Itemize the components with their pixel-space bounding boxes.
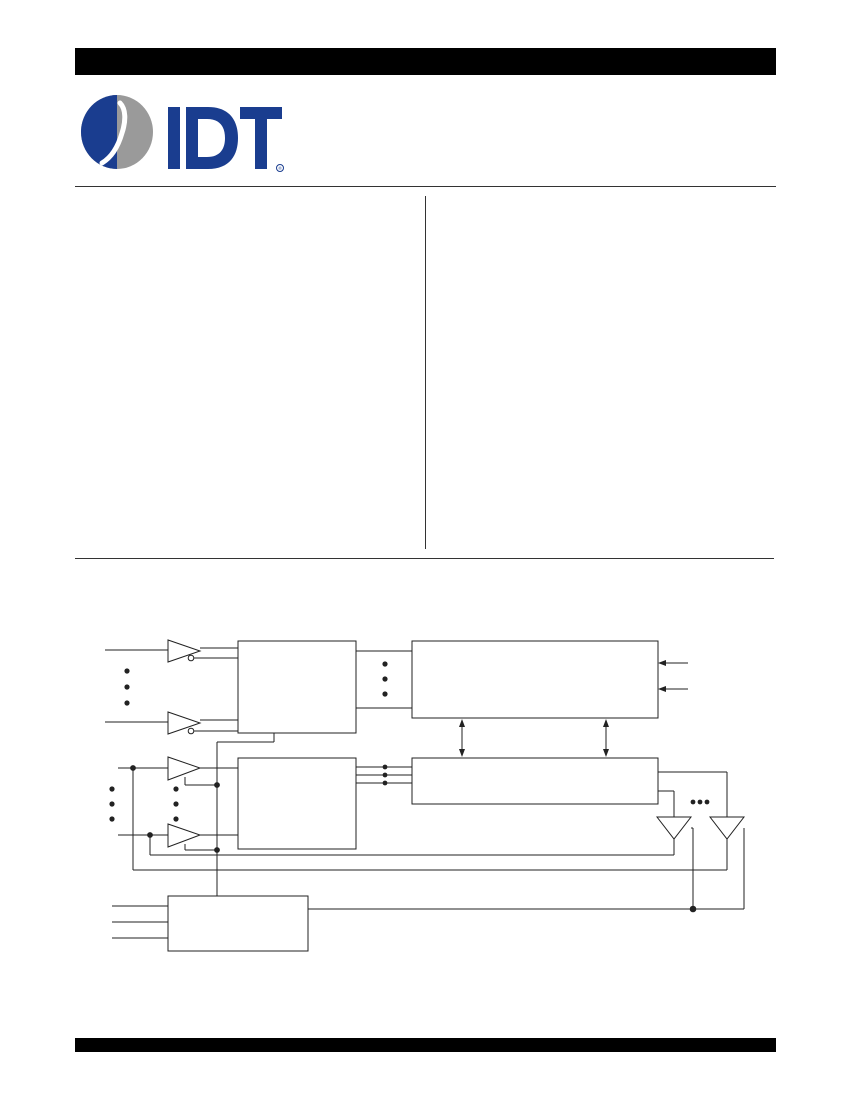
- address-decoder-block: [237, 640, 357, 734]
- header-divider: [75, 186, 776, 187]
- input-ellipsis-dots: [124, 668, 130, 706]
- block-diagram: [100, 630, 760, 960]
- block-diagram-graphic: [105, 639, 746, 952]
- column-divider: [425, 196, 426, 549]
- address-input-buffers: [105, 639, 238, 735]
- io-control-block: [411, 757, 659, 805]
- svg-text:®: ®: [278, 165, 282, 171]
- input-data-control-block: [237, 757, 357, 850]
- control-logic-block: [167, 895, 309, 952]
- header-bar: [75, 48, 776, 75]
- data-ellipsis-dots: [109, 786, 179, 822]
- section-divider: [75, 558, 774, 559]
- memory-array-block: [411, 640, 659, 719]
- idt-logo-graphic: ®: [81, 95, 284, 172]
- output-buffer-1: [655, 816, 693, 840]
- footer-bar: [75, 1038, 776, 1052]
- decoder-ellipsis-dots: [382, 661, 388, 697]
- idt-logo: ®: [80, 95, 290, 175]
- output-buffer-2: [708, 816, 746, 840]
- output-ellipsis-dots: [690, 799, 710, 805]
